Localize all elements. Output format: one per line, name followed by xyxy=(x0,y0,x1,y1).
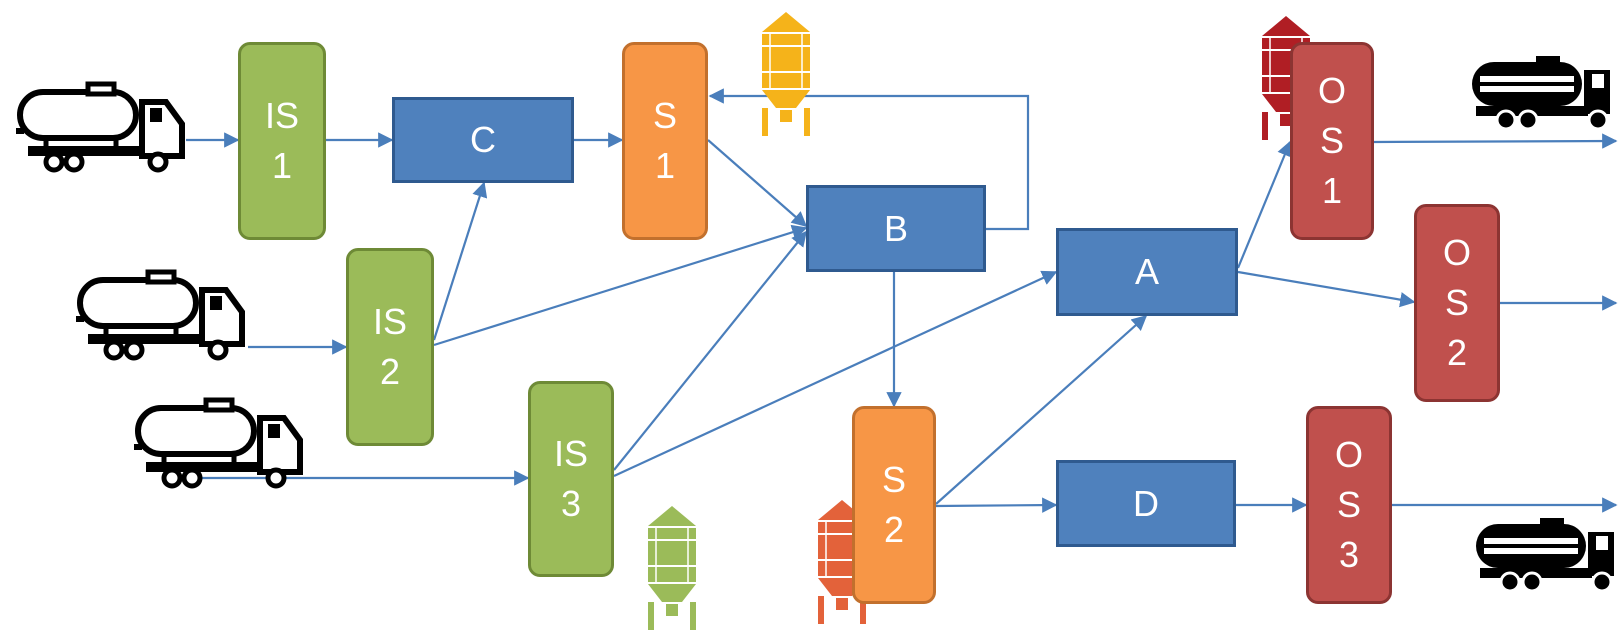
edge-os1-out xyxy=(1373,133,1618,149)
input-storage-is1[interactable]: IS 1 xyxy=(238,42,326,240)
tanker-truck-icon xyxy=(76,272,242,358)
edge-a-os2 xyxy=(1237,270,1416,308)
tanker-truck-icon xyxy=(1470,54,1612,131)
node-label: S xyxy=(1336,484,1361,525)
node-label: O xyxy=(1334,434,1363,475)
node-label: S xyxy=(1319,120,1344,161)
node-label: C xyxy=(470,119,496,160)
silo-icon xyxy=(761,12,811,136)
node-label: IS xyxy=(372,301,407,342)
node-number: 3 xyxy=(560,483,582,524)
node-number: 3 xyxy=(1338,534,1360,575)
tanker-truck-icon xyxy=(134,400,300,486)
edge-b-s1-return xyxy=(708,88,1030,231)
output-storage-os2[interactable]: O S 2 xyxy=(1414,204,1500,402)
intermediate-storage-s2[interactable]: S 2 xyxy=(852,406,936,604)
node-label: IS xyxy=(553,433,588,474)
process-d[interactable]: D xyxy=(1056,460,1236,547)
edge-s2-d xyxy=(935,497,1058,513)
process-a[interactable]: A xyxy=(1056,228,1238,316)
node-number: 2 xyxy=(379,351,401,392)
edge-a-os1 xyxy=(1236,140,1292,269)
output-storage-os1[interactable]: O S 1 xyxy=(1290,42,1374,240)
tanker-truck-icon xyxy=(16,84,182,170)
silo-icon xyxy=(647,506,697,630)
edge-s2-a xyxy=(935,314,1148,505)
node-number: 1 xyxy=(1321,170,1343,211)
node-number: 1 xyxy=(271,145,293,186)
node-label: S xyxy=(881,459,906,500)
node-label: IS xyxy=(264,95,299,136)
intermediate-storage-s1[interactable]: S 1 xyxy=(622,42,708,240)
edge-s1-b xyxy=(707,139,808,228)
output-storage-os3[interactable]: O S 3 xyxy=(1306,406,1392,604)
tanker-truck-icon xyxy=(1474,516,1616,593)
node-label: D xyxy=(1133,482,1159,524)
node-label: O xyxy=(1442,232,1471,273)
node-label: S xyxy=(1444,282,1469,323)
node-number: 2 xyxy=(1446,332,1468,373)
edge-is2-c xyxy=(432,181,488,341)
node-number: 1 xyxy=(654,145,676,186)
edge-is2-b xyxy=(433,224,808,347)
process-b[interactable]: B xyxy=(806,185,986,272)
process-c[interactable]: C xyxy=(392,97,574,183)
input-storage-is3[interactable]: IS 3 xyxy=(528,381,614,577)
node-label: O xyxy=(1317,70,1346,111)
node-label: B xyxy=(883,207,908,249)
node-label: S xyxy=(652,95,677,136)
node-number: 2 xyxy=(883,509,905,550)
input-storage-is2[interactable]: IS 2 xyxy=(346,248,434,446)
node-label: A xyxy=(1134,251,1159,292)
connector-arrows xyxy=(162,88,1618,513)
edge-is3-a xyxy=(613,270,1058,477)
edge-is3-b xyxy=(613,230,807,471)
